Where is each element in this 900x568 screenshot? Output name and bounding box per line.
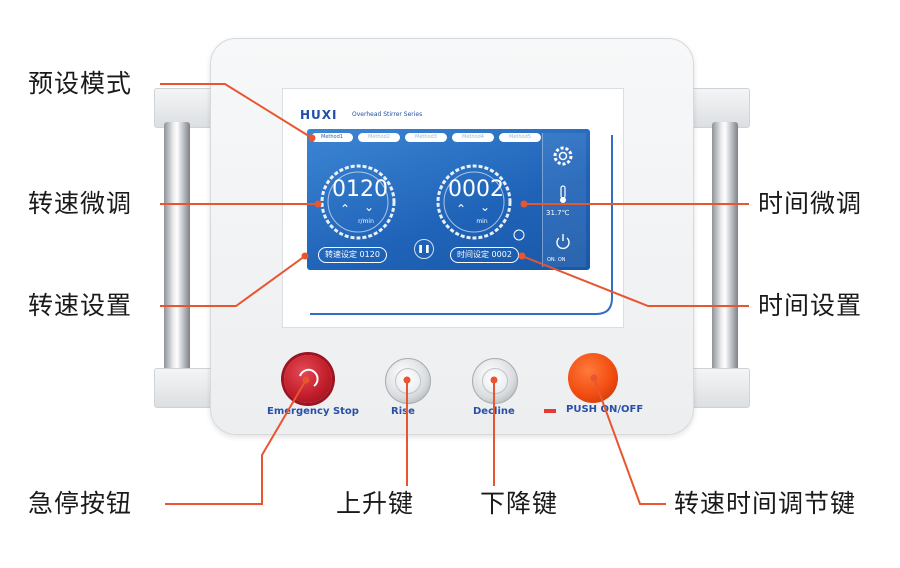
callout-speed-setting: 转速设置	[28, 291, 133, 320]
time-value: 0002	[448, 177, 504, 202]
time-unit: min	[476, 218, 488, 225]
time-down-arrow[interactable]: ⌄	[480, 200, 491, 214]
right-handle-bottom-mount	[690, 368, 750, 408]
speed-value: 0120	[332, 177, 388, 202]
speed-up-arrow[interactable]: ⌃	[340, 202, 351, 216]
speed-setting-value: 0120	[359, 250, 380, 259]
tab-method5[interactable]: Method5	[499, 133, 541, 142]
callout-rise: 上升键	[336, 489, 415, 518]
speed-setting-pill[interactable]: 转速设定 0120	[318, 247, 387, 263]
speed-setting-label: 转速设定	[325, 250, 357, 259]
callout-decline: 下降键	[480, 489, 559, 518]
speed-time-adjust-knob[interactable]	[568, 353, 618, 403]
tab-method4[interactable]: Method4	[452, 133, 494, 142]
callout-speed-time-adjust: 转速时间调节键	[674, 489, 857, 518]
series-label: Overhead Stirrer Series	[352, 111, 423, 118]
speed-unit: r/min	[358, 218, 374, 225]
right-handle-bar	[712, 122, 738, 372]
callout-speed-fine-tune: 转速微调	[28, 189, 133, 218]
power-indicator-led	[544, 409, 556, 413]
push-onoff-label: PUSH ON/OFF	[566, 404, 644, 415]
callout-time-setting: 时间设置	[758, 291, 863, 320]
screen-side-panel	[542, 133, 586, 267]
tab-method1[interactable]: Method1	[311, 133, 353, 142]
status-readout: ON. ON	[547, 257, 566, 263]
time-setting-pill[interactable]: 时间设定 0002	[450, 247, 519, 263]
emergency-stop-button[interactable]	[284, 355, 332, 403]
time-up-arrow[interactable]: ⌃	[456, 202, 467, 216]
emergency-stop-label: Emergency Stop	[267, 406, 359, 417]
speed-down-arrow[interactable]: ⌄	[364, 200, 375, 214]
decline-button-core	[482, 368, 508, 394]
callout-preset-mode: 预设模式	[28, 69, 133, 98]
temperature-readout: 31.7℃	[546, 209, 570, 217]
right-handle-top-mount	[690, 88, 750, 128]
pause-icon[interactable]: ❚❚	[414, 239, 434, 259]
callout-time-fine-tune: 时间微调	[758, 189, 863, 218]
time-setting-label: 时间设定	[457, 250, 489, 259]
time-setting-value: 0002	[491, 250, 512, 259]
tab-method2[interactable]: Method2	[358, 133, 400, 142]
rise-button-core	[395, 368, 421, 394]
decline-label: Decline	[473, 406, 515, 417]
callout-emergency-stop: 急停按钮	[28, 489, 133, 518]
brand-logo: HUXI	[300, 108, 338, 122]
tab-method3[interactable]: Method3	[405, 133, 447, 142]
left-handle-bar	[164, 122, 190, 372]
rise-label: Rise	[391, 406, 415, 417]
left-handle-bottom-mount	[154, 368, 214, 408]
